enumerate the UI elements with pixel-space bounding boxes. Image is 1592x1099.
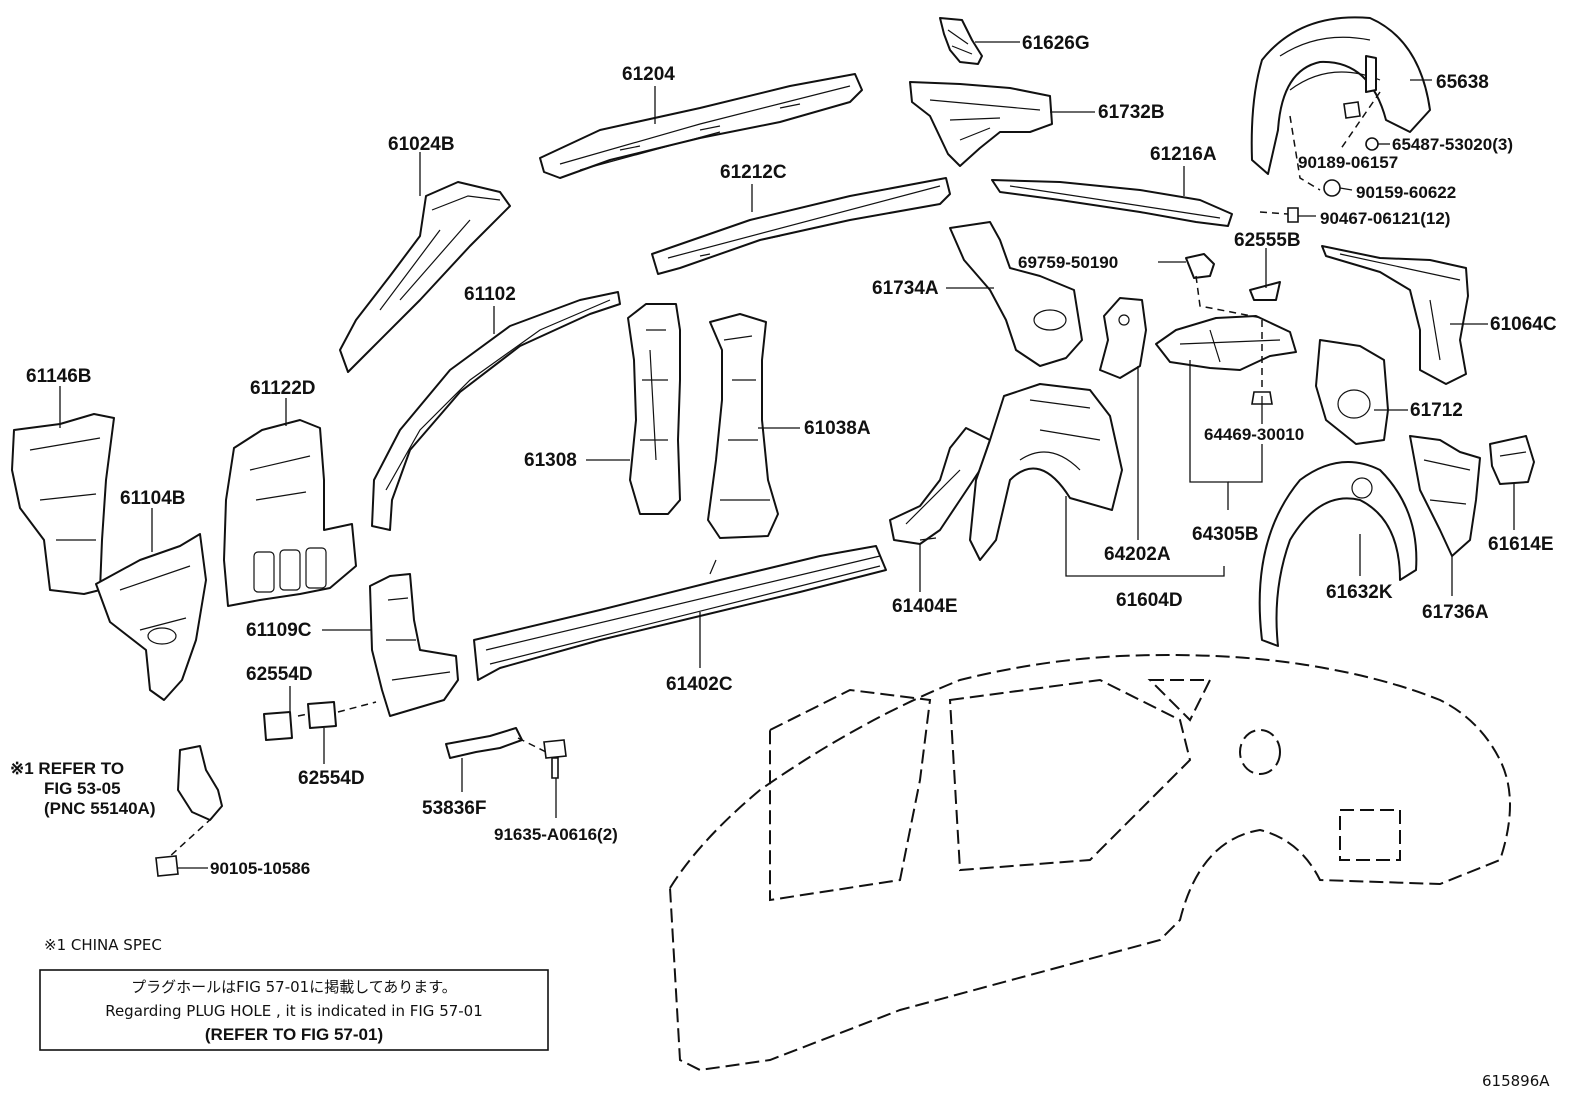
part-61109C (369, 573, 459, 717)
label-61712: 61712 (1410, 400, 1463, 421)
part-62554D-a (263, 711, 293, 741)
part-64202A (1099, 297, 1147, 379)
label-61604D: 61604D (1116, 590, 1183, 611)
label-61404E: 61404E (892, 596, 958, 617)
part-61632K (1258, 461, 1418, 647)
part-61204 (539, 73, 863, 179)
refer-note: ※1 REFER TO FIG 53-05 (PNC 55140A) (10, 759, 156, 818)
part-91635 (543, 739, 567, 779)
refer-note-line3: (PNC 55140A) (44, 799, 156, 818)
label-53836F: 53836F (422, 798, 486, 819)
label-90467: 90467-06121(12) (1320, 209, 1450, 228)
label-61146B: 61146B (26, 366, 92, 387)
part-61038A (707, 313, 779, 539)
part-fasteners-65638 (1287, 101, 1379, 223)
label-64305B: 64305B (1192, 524, 1259, 545)
label-61024B: 61024B (388, 134, 455, 155)
part-61308 (627, 303, 681, 515)
label-61109C: 61109C (246, 620, 312, 641)
part-61402C (473, 545, 887, 681)
label-61614E: 61614E (1488, 534, 1554, 555)
plug-hole-line-jp: プラグホールはFIG 57-01に掲載してあります。 (131, 978, 457, 996)
label-61212C: 61212C (720, 162, 787, 183)
part-90105 (155, 855, 179, 877)
label-61626G: 61626G (1022, 33, 1090, 54)
part-61604D (969, 383, 1123, 561)
part-61212C (651, 177, 951, 275)
label-69759: 69759-50190 (1018, 253, 1118, 272)
refer-note-line1: ※1 REFER TO (10, 759, 124, 778)
label-64469: 64469-30010 (1204, 425, 1304, 444)
label-61104B: 61104B (120, 488, 186, 509)
label-61216A: 61216A (1150, 144, 1217, 165)
china-spec-note: ※1 CHINA SPEC (44, 936, 162, 954)
label-62554D-b: 62554D (298, 768, 365, 789)
part-64305B (1155, 315, 1297, 371)
plug-hole-line-ref: (REFER TO FIG 57-01) (205, 1025, 383, 1044)
part-62554D-b (307, 701, 337, 729)
label-61736A: 61736A (1422, 602, 1489, 623)
part-labels: 61626G 61204 61732B 65638 61024B 61212C … (26, 33, 1557, 878)
part-61104B (95, 533, 207, 701)
part-69759 (1185, 253, 1215, 279)
label-61308: 61308 (524, 450, 577, 471)
label-61038A: 61038A (804, 418, 871, 439)
part-61736A (1409, 435, 1481, 557)
car-body-outline (668, 654, 1511, 1072)
label-61402C: 61402C (666, 674, 733, 695)
part-61146B (11, 413, 115, 595)
label-61204: 61204 (622, 64, 675, 85)
label-91635: 91635-A0616(2) (494, 825, 618, 844)
figure-code: 615896A (1482, 1072, 1550, 1090)
label-61064C: 61064C (1490, 314, 1557, 335)
part-61064C (1321, 245, 1469, 385)
part-61614E (1489, 435, 1535, 485)
label-90159: 90159-60622 (1356, 183, 1456, 202)
part-61626G (939, 17, 983, 65)
part-61216A (991, 179, 1233, 227)
part-53836F (445, 727, 523, 759)
label-61632K: 61632K (1326, 582, 1393, 603)
part-61712 (1315, 339, 1389, 445)
label-90189: 90189-06157 (1298, 153, 1398, 172)
part-61024B (339, 181, 511, 373)
part-61102 (371, 291, 621, 531)
part-62555B (1249, 281, 1281, 301)
refer-note-line2: FIG 53-05 (44, 779, 121, 798)
label-65487: 65487-53020(3) (1392, 135, 1513, 154)
plug-hole-box: プラグホールはFIG 57-01に掲載してあります。 Regarding PLU… (39, 969, 549, 1051)
label-62555B: 62555B (1234, 230, 1301, 251)
label-61102: 61102 (464, 284, 516, 305)
label-61122D: 61122D (250, 378, 316, 399)
label-61732B: 61732B (1098, 102, 1165, 123)
part-65638 (1250, 16, 1431, 175)
part-61732B (909, 81, 1053, 167)
leader-lines (59, 41, 1515, 869)
part-61122D (223, 419, 357, 607)
part-china-bracket (177, 745, 223, 821)
dashed-connectors (167, 91, 1381, 859)
plug-hole-line-en: Regarding PLUG HOLE , it is indicated in… (105, 1002, 483, 1020)
label-61734A: 61734A (872, 278, 939, 299)
label-62554D-a: 62554D (246, 664, 313, 685)
label-90105: 90105-10586 (210, 859, 310, 878)
label-64202A: 64202A (1104, 544, 1171, 565)
part-61734A (949, 221, 1083, 367)
label-65638: 65638 (1436, 72, 1489, 93)
